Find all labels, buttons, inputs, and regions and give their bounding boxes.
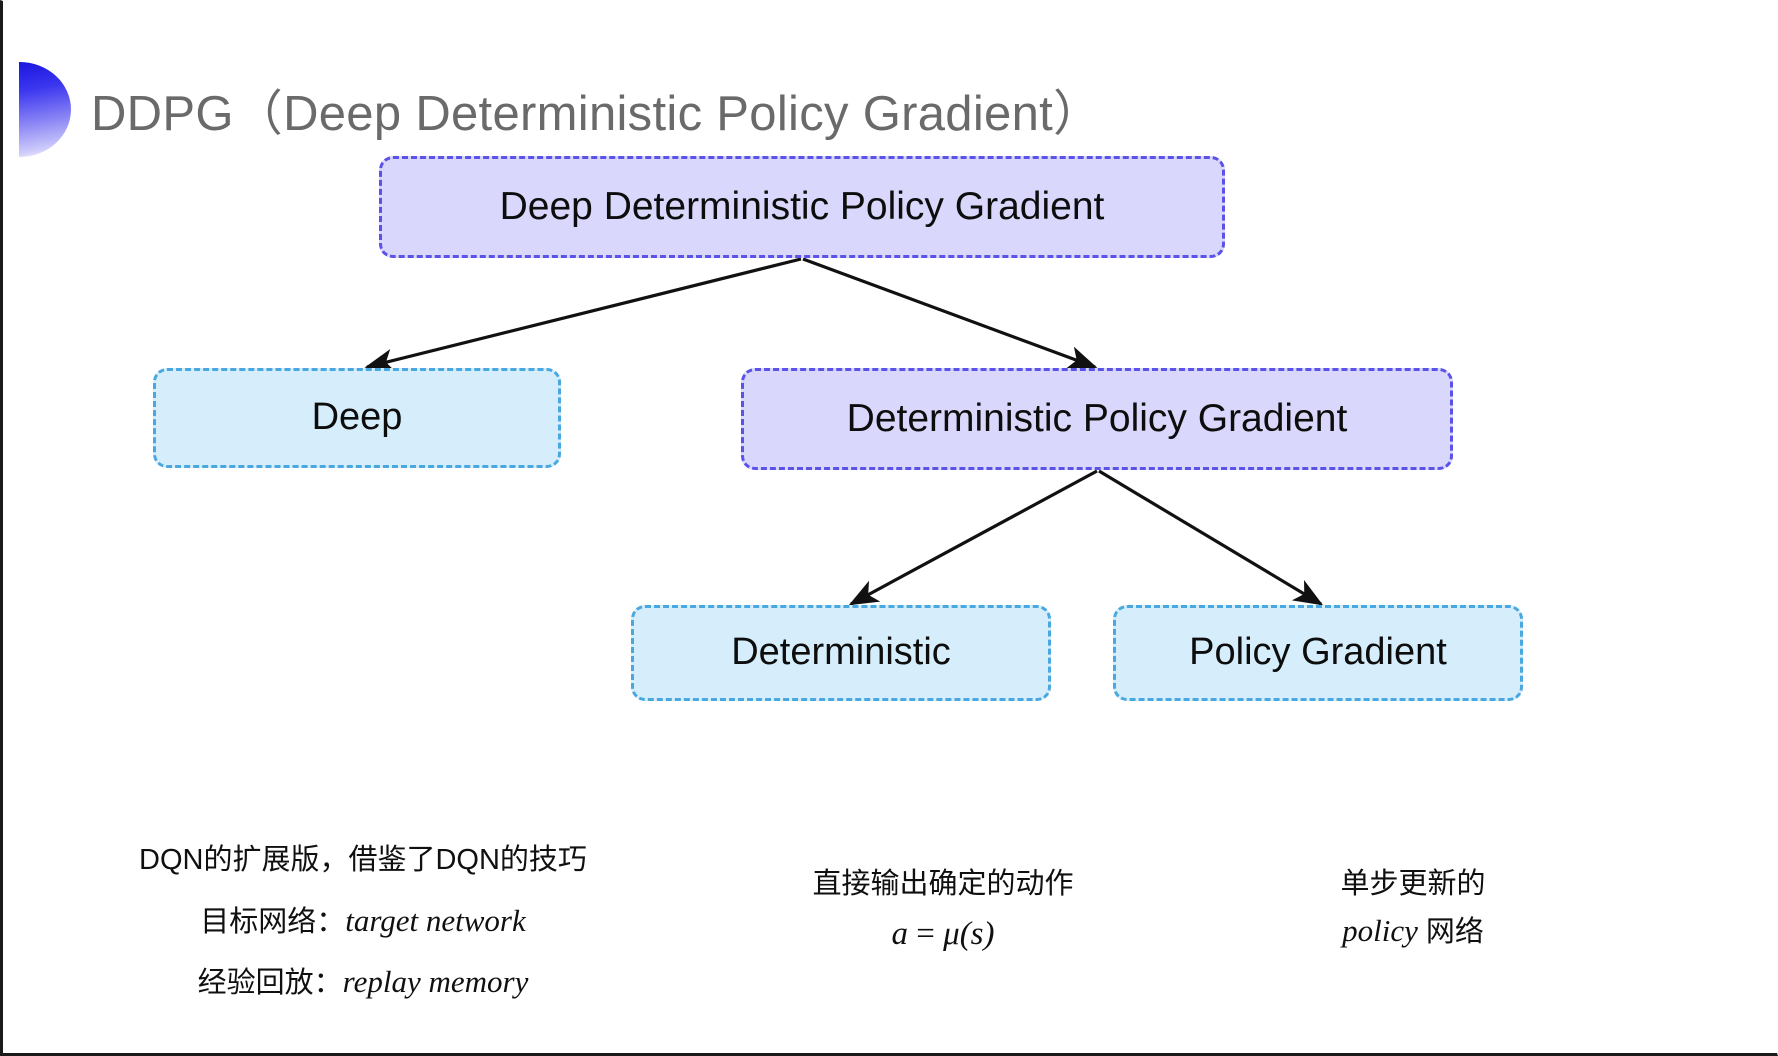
- annotation-deep-line1: DQN的扩展版，借鉴了DQN的技巧: [139, 844, 587, 876]
- node-deep-label: Deep: [311, 396, 403, 439]
- node-deterministic-policy-gradient[interactable]: Deterministic Policy Gradient: [741, 368, 1453, 470]
- node-policy-gradient-label: Policy Gradient: [1189, 631, 1447, 674]
- annotation-policy-gradient-suffix: 网络: [1417, 916, 1484, 949]
- half-ellipse-bullet-icon: [19, 61, 71, 157]
- annotation-deterministic: 直接输出确定的动作 a = μ(s): [693, 863, 1193, 959]
- node-deterministic[interactable]: Deterministic: [631, 605, 1051, 701]
- annotation-deep-line3: 经验回放：replay memory: [63, 960, 663, 1005]
- annotation-deterministic-line1: 直接输出确定的动作: [812, 868, 1074, 900]
- page-title-text: DDPG（Deep Deterministic Policy Gradient）: [91, 86, 1103, 141]
- formula-mu: μ: [943, 916, 960, 953]
- annotation-deep-line2-label: 目标网络：: [200, 906, 346, 939]
- annotation-policy-gradient-term: policy: [1342, 913, 1418, 949]
- formula-a: a: [891, 916, 908, 953]
- formula-equals: =: [907, 916, 944, 953]
- arrow-dpg-to-policy-gradient: [1098, 469, 1324, 606]
- node-policy-gradient[interactable]: Policy Gradient: [1113, 605, 1523, 701]
- node-root-label: Deep Deterministic Policy Gradient: [499, 184, 1105, 228]
- node-deep[interactable]: Deep: [153, 368, 561, 468]
- node-dpg-label: Deterministic Policy Gradient: [846, 396, 1348, 440]
- annotation-deep-line3-label: 经验回放：: [197, 966, 343, 999]
- annotation-deep-line2-term: target network: [345, 903, 526, 939]
- annotation-deep: DQN的扩展版，借鉴了DQN的技巧 目标网络：target network 经验…: [63, 839, 663, 1005]
- annotation-deep-line3-term: replay memory: [342, 963, 529, 999]
- node-deterministic-label: Deterministic: [731, 631, 951, 674]
- arrow-root-to-deep: [364, 257, 802, 372]
- arrow-root-to-dpg: [802, 257, 1098, 369]
- annotation-policy-gradient: 单步更新的 policy 网络: [1163, 863, 1663, 954]
- node-root[interactable]: Deep Deterministic Policy Gradient: [379, 156, 1225, 258]
- annotation-deterministic-formula: a = μ(s): [693, 911, 1193, 959]
- page-title: DDPG（Deep Deterministic Policy Gradient）: [19, 59, 1103, 159]
- arrow-dpg-to-deterministic: [848, 469, 1098, 606]
- formula-s: (s): [959, 916, 995, 953]
- annotation-policy-gradient-line2: policy 网络: [1163, 909, 1663, 954]
- annotation-deep-line2: 目标网络：target network: [63, 899, 663, 944]
- annotation-policy-gradient-line1: 单步更新的: [1340, 868, 1486, 900]
